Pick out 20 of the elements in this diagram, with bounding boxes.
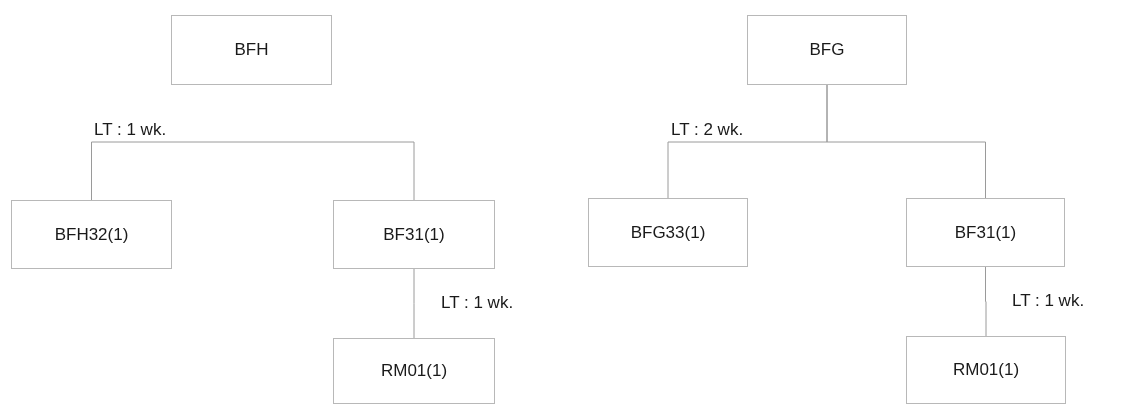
process-box bbox=[747, 15, 907, 85]
node-label: RM01(1) bbox=[952, 360, 1020, 380]
connector-line bbox=[91, 141, 415, 201]
connector-line bbox=[413, 268, 415, 339]
connector-line bbox=[826, 84, 986, 199]
node-label: BF31(1) bbox=[954, 222, 1017, 243]
node-label: BF31(1) bbox=[383, 224, 445, 245]
process-box bbox=[906, 336, 1066, 404]
process-box bbox=[333, 200, 495, 269]
process-box bbox=[11, 200, 172, 269]
process-box bbox=[906, 198, 1065, 267]
node-label: BFH32(1) bbox=[54, 224, 129, 245]
process-box bbox=[171, 15, 332, 85]
process-box bbox=[333, 338, 495, 404]
node-label: BFH bbox=[234, 40, 269, 60]
node-label: RM01(1) bbox=[380, 361, 448, 381]
process-box bbox=[588, 198, 748, 267]
node-label: BFG bbox=[809, 40, 845, 60]
node-label: BFG33(1) bbox=[630, 222, 706, 243]
connector-line bbox=[985, 266, 987, 337]
